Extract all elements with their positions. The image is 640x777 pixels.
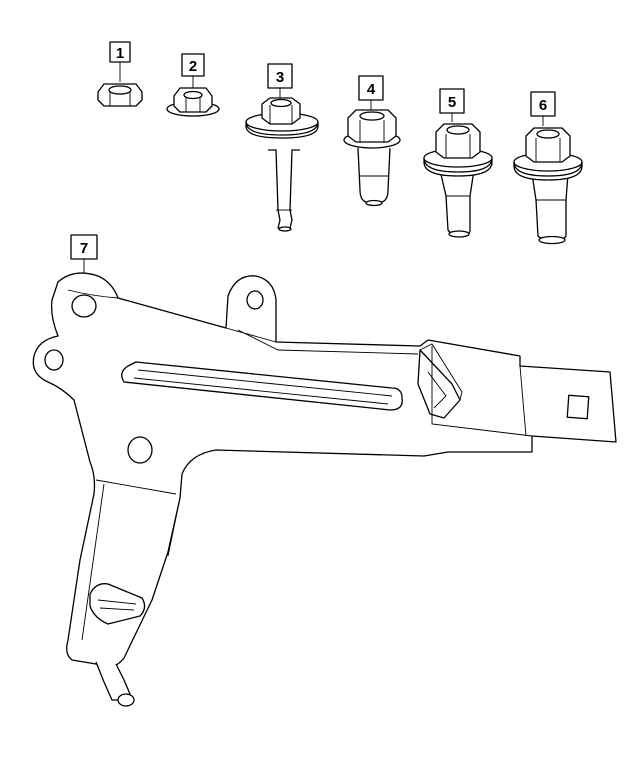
lower-mount-pad (89, 583, 146, 625)
callout-label-5: 5 (448, 94, 456, 111)
part-7-mounting-bracket[interactable]: 7 (32, 234, 617, 707)
part-5-flange-bolt[interactable]: 5 (423, 88, 493, 238)
callout-box-7 (70, 234, 98, 260)
mount-hole-upper (71, 294, 97, 318)
callout-label-4: 4 (367, 81, 376, 98)
callout-label-2: 2 (189, 58, 197, 75)
callout-label-6: 6 (539, 97, 547, 114)
callout-label-1: 1 (116, 45, 124, 62)
callout-box-5 (439, 88, 465, 114)
mount-hole-tab (246, 290, 264, 310)
callout-label-7: 7 (80, 240, 88, 257)
callout-box-6 (530, 91, 556, 117)
part-1-hex-nut[interactable]: 1 (97, 41, 143, 107)
part-6-flange-bolt-long[interactable]: 6 (513, 91, 583, 245)
callout-label-3: 3 (276, 69, 284, 86)
part-4-flange-bolt[interactable]: 4 (343, 75, 401, 207)
part-3-long-bolt[interactable]: 3 (245, 63, 319, 232)
callout-box-3 (267, 63, 293, 89)
mount-hole-lower (127, 436, 153, 464)
part-2-flange-nut[interactable]: 2 (166, 53, 220, 117)
mount-hole-left (44, 349, 64, 371)
square-slot (566, 394, 590, 420)
